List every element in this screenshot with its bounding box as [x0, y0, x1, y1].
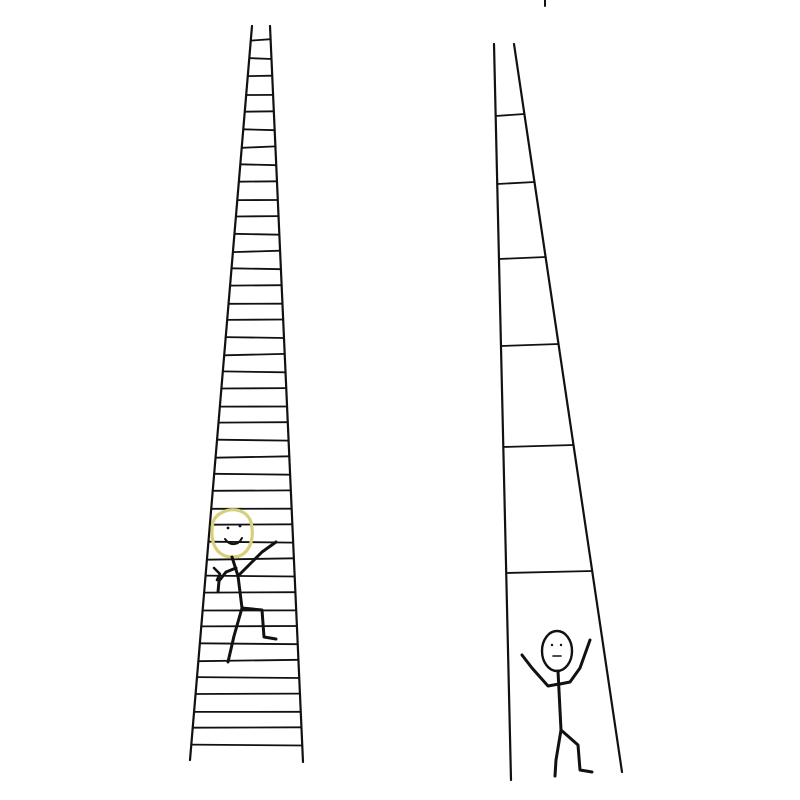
climber-raised-arm [236, 540, 278, 578]
waver-right-eye [559, 643, 563, 647]
climber-head [210, 508, 254, 559]
climber-right-eye [238, 524, 242, 528]
waver-left-leg [553, 728, 563, 778]
climber-front-leg [240, 606, 278, 641]
climber-back-leg [226, 606, 244, 664]
left-ladder-rung [240, 145, 277, 149]
left-ladder-rung [216, 438, 290, 442]
right-ladder-rungs [494, 113, 594, 574]
left-ladder-rung [213, 472, 292, 476]
left-ladder-rung [248, 57, 273, 60]
right-ladder-rung [502, 444, 575, 448]
left-ladder-rung [197, 658, 300, 663]
left-ladder-left-rail [188, 24, 254, 762]
right-ladder-rung [500, 343, 560, 347]
waver-head [540, 629, 574, 673]
left-ladder-rung [224, 336, 285, 339]
left-ladder-rung [242, 128, 276, 132]
right-ladder-rung [496, 181, 536, 185]
waver-right-leg [559, 728, 594, 774]
right-ladder-rung [494, 113, 526, 117]
left-ladder-rung [232, 249, 282, 254]
left-ladder-rung [221, 370, 287, 374]
left-ladder-rung [249, 38, 272, 42]
climber-body [230, 555, 244, 610]
climber-left-hand [212, 566, 222, 582]
waver-right-arm [558, 638, 592, 686]
climber-smile [224, 537, 243, 546]
left-ladder-right-rail [268, 24, 305, 764]
left-ladder-rung [206, 557, 295, 561]
left-ladder [188, 24, 305, 764]
left-ladder-rung [214, 455, 291, 459]
right-ladder-left-rail [492, 42, 513, 782]
waver-body [556, 669, 563, 732]
waver-left-eye [550, 643, 554, 647]
climber-left-arm [216, 566, 238, 594]
climber-left-eye [226, 526, 230, 530]
right-ladder-rung [497, 256, 547, 260]
left-ladder-rung [233, 232, 281, 236]
right-ladder-right-rail [512, 42, 624, 774]
right-ladder-rung [505, 570, 594, 574]
stick-figure-waving-icon [520, 629, 594, 778]
left-ladder-rung [190, 743, 304, 747]
left-ladder-rungs [190, 38, 304, 747]
stick-figure-climbing-icon [210, 508, 278, 664]
left-ladder-rung [196, 676, 301, 679]
left-ladder-rung [198, 642, 299, 646]
left-ladder-rung [223, 352, 286, 357]
left-ladder-rung [230, 267, 282, 271]
right-ladder [492, 42, 624, 782]
left-ladder-rung [239, 163, 278, 167]
waver-left-arm [520, 653, 561, 688]
